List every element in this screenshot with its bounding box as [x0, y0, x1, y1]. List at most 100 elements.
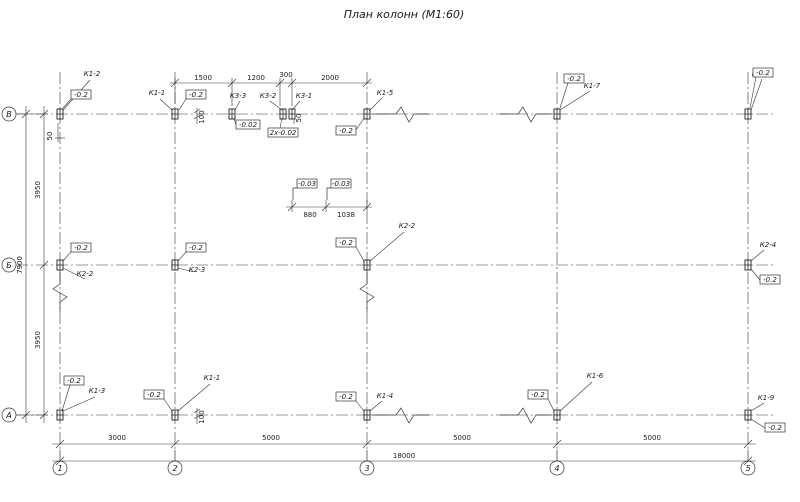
- level-box: [335, 391, 357, 402]
- column-13: К1-3-0.2: [56, 375, 105, 421]
- level-value: -0.2: [67, 377, 81, 385]
- axis-label-a: А: [5, 411, 11, 420]
- dim-left-2: 3950: [34, 331, 42, 349]
- column-mark: К2-2: [399, 222, 416, 230]
- mark-leader: [369, 231, 405, 262]
- dim-overall-bottom: 18000: [393, 452, 415, 460]
- extra-level-1: -0.03: [298, 180, 316, 188]
- mark-leader: [750, 78, 763, 111]
- level-value: -0.2: [339, 239, 353, 247]
- level-box: [70, 89, 92, 100]
- column-12: К2-4 -0.2: [744, 241, 781, 285]
- dim-top-4: 2000: [321, 74, 339, 82]
- mark-leader: [750, 402, 765, 412]
- mark-leader: [291, 100, 301, 111]
- column-mark: К2-2: [77, 270, 94, 278]
- level-leader: [750, 418, 766, 429]
- mark-leader: [750, 249, 765, 262]
- level-leader: [547, 398, 555, 412]
- column-14: К1-1 -0.2: [143, 374, 220, 421]
- column-mark: К3-2: [260, 92, 277, 100]
- level-box: [527, 389, 549, 400]
- mark-leader: [369, 400, 383, 412]
- level-box: [764, 422, 786, 433]
- extra-level-boxes: [292, 178, 352, 200]
- level-box: [185, 242, 207, 253]
- column-3: К3-3-0.02: [228, 92, 261, 130]
- column-6: К1-5 -0.2: [335, 89, 394, 136]
- dim-bottom-4: 5000: [643, 434, 661, 442]
- level-value: -0.2: [189, 91, 203, 99]
- level-value: -0.2: [763, 276, 777, 284]
- column-15: К1-4-0.2: [335, 391, 393, 421]
- column-7: К1-7-0.2: [553, 73, 601, 120]
- column-mark: К2-4: [760, 241, 776, 249]
- dim-left-1: 3950: [34, 181, 42, 199]
- mark-leader: [369, 97, 383, 111]
- dim-offset-k11-top: 100: [198, 110, 206, 123]
- level-leader: [163, 398, 173, 412]
- mark-leader: [269, 100, 283, 111]
- dim-offset-k11-bottom: 100: [198, 410, 206, 423]
- level-value: -0.2: [531, 391, 545, 399]
- level-box: [335, 125, 357, 136]
- column-17: К1-9-0.2: [744, 394, 786, 433]
- column-mark: К1-6: [587, 372, 604, 380]
- axis-label-v: В: [6, 110, 12, 119]
- column-mark: К1-1: [204, 374, 220, 382]
- level-value: -0.2: [74, 244, 88, 252]
- level-box: [185, 89, 207, 100]
- level-leader: [355, 246, 365, 262]
- column-mark: К1-5: [377, 89, 394, 97]
- dimension-texts: 3000 5000 5000 5000 18000 3950 3950 7900…: [16, 71, 661, 460]
- axis-label-3: 3: [364, 464, 369, 473]
- break-lines: [52, 106, 552, 424]
- extra-level-2: -0.03: [332, 180, 350, 188]
- level-leader: [355, 400, 365, 412]
- column-10: К2-3-0.2: [171, 242, 207, 274]
- column-mark: К1-7: [584, 82, 601, 90]
- level-box: [143, 389, 165, 400]
- column-4: К3-22х-0.02: [260, 92, 299, 138]
- dim-bottom-2: 5000: [262, 434, 280, 442]
- mark-leader: [559, 90, 591, 111]
- dimension-lines: [16, 78, 756, 466]
- column-1: К1-2-0.2: [56, 70, 101, 120]
- level-box: [335, 237, 357, 248]
- level-leader: [355, 117, 365, 131]
- drawing-title: План колонн (М1:60): [344, 8, 465, 21]
- column-9: К2-2 -0.2: [56, 242, 94, 280]
- dim-middle-2: 1038: [337, 211, 355, 219]
- level-leader: [61, 384, 71, 412]
- mark-leader: [62, 267, 86, 280]
- level-leader: [279, 117, 283, 129]
- mark-leader: [177, 267, 195, 273]
- level-box: [563, 73, 585, 84]
- dim-top-2: 1200: [247, 74, 265, 82]
- level-box: [752, 67, 774, 78]
- level-value: -0.2: [147, 391, 161, 399]
- level-leader: [749, 76, 757, 109]
- axis-label-5: 5: [745, 464, 750, 473]
- level-value: -0.2: [74, 91, 88, 99]
- level-box: [70, 242, 92, 253]
- dim-offset-k31: 50: [295, 114, 303, 123]
- dim-bottom-3: 5000: [453, 434, 471, 442]
- axis-label-b: Б: [6, 261, 12, 270]
- axis-bubbles: [1, 106, 756, 476]
- dim-top-1: 1500: [194, 74, 212, 82]
- level-value: -0.2: [339, 127, 353, 135]
- level-value: -0.2: [339, 393, 353, 401]
- level-leader: [750, 268, 761, 281]
- column-5: К3-1: [288, 92, 312, 120]
- axis-labels: 1 2 3 4 5 В Б А: [5, 110, 750, 473]
- level-leader: [233, 117, 237, 126]
- column-mark: К2-3: [189, 266, 205, 274]
- mark-leader: [177, 383, 211, 412]
- level-value: -0.2: [768, 424, 782, 432]
- mark-leader: [234, 100, 241, 111]
- mark-leader: [159, 98, 173, 111]
- axis-label-1: 1: [57, 464, 62, 473]
- level-box: [267, 127, 299, 138]
